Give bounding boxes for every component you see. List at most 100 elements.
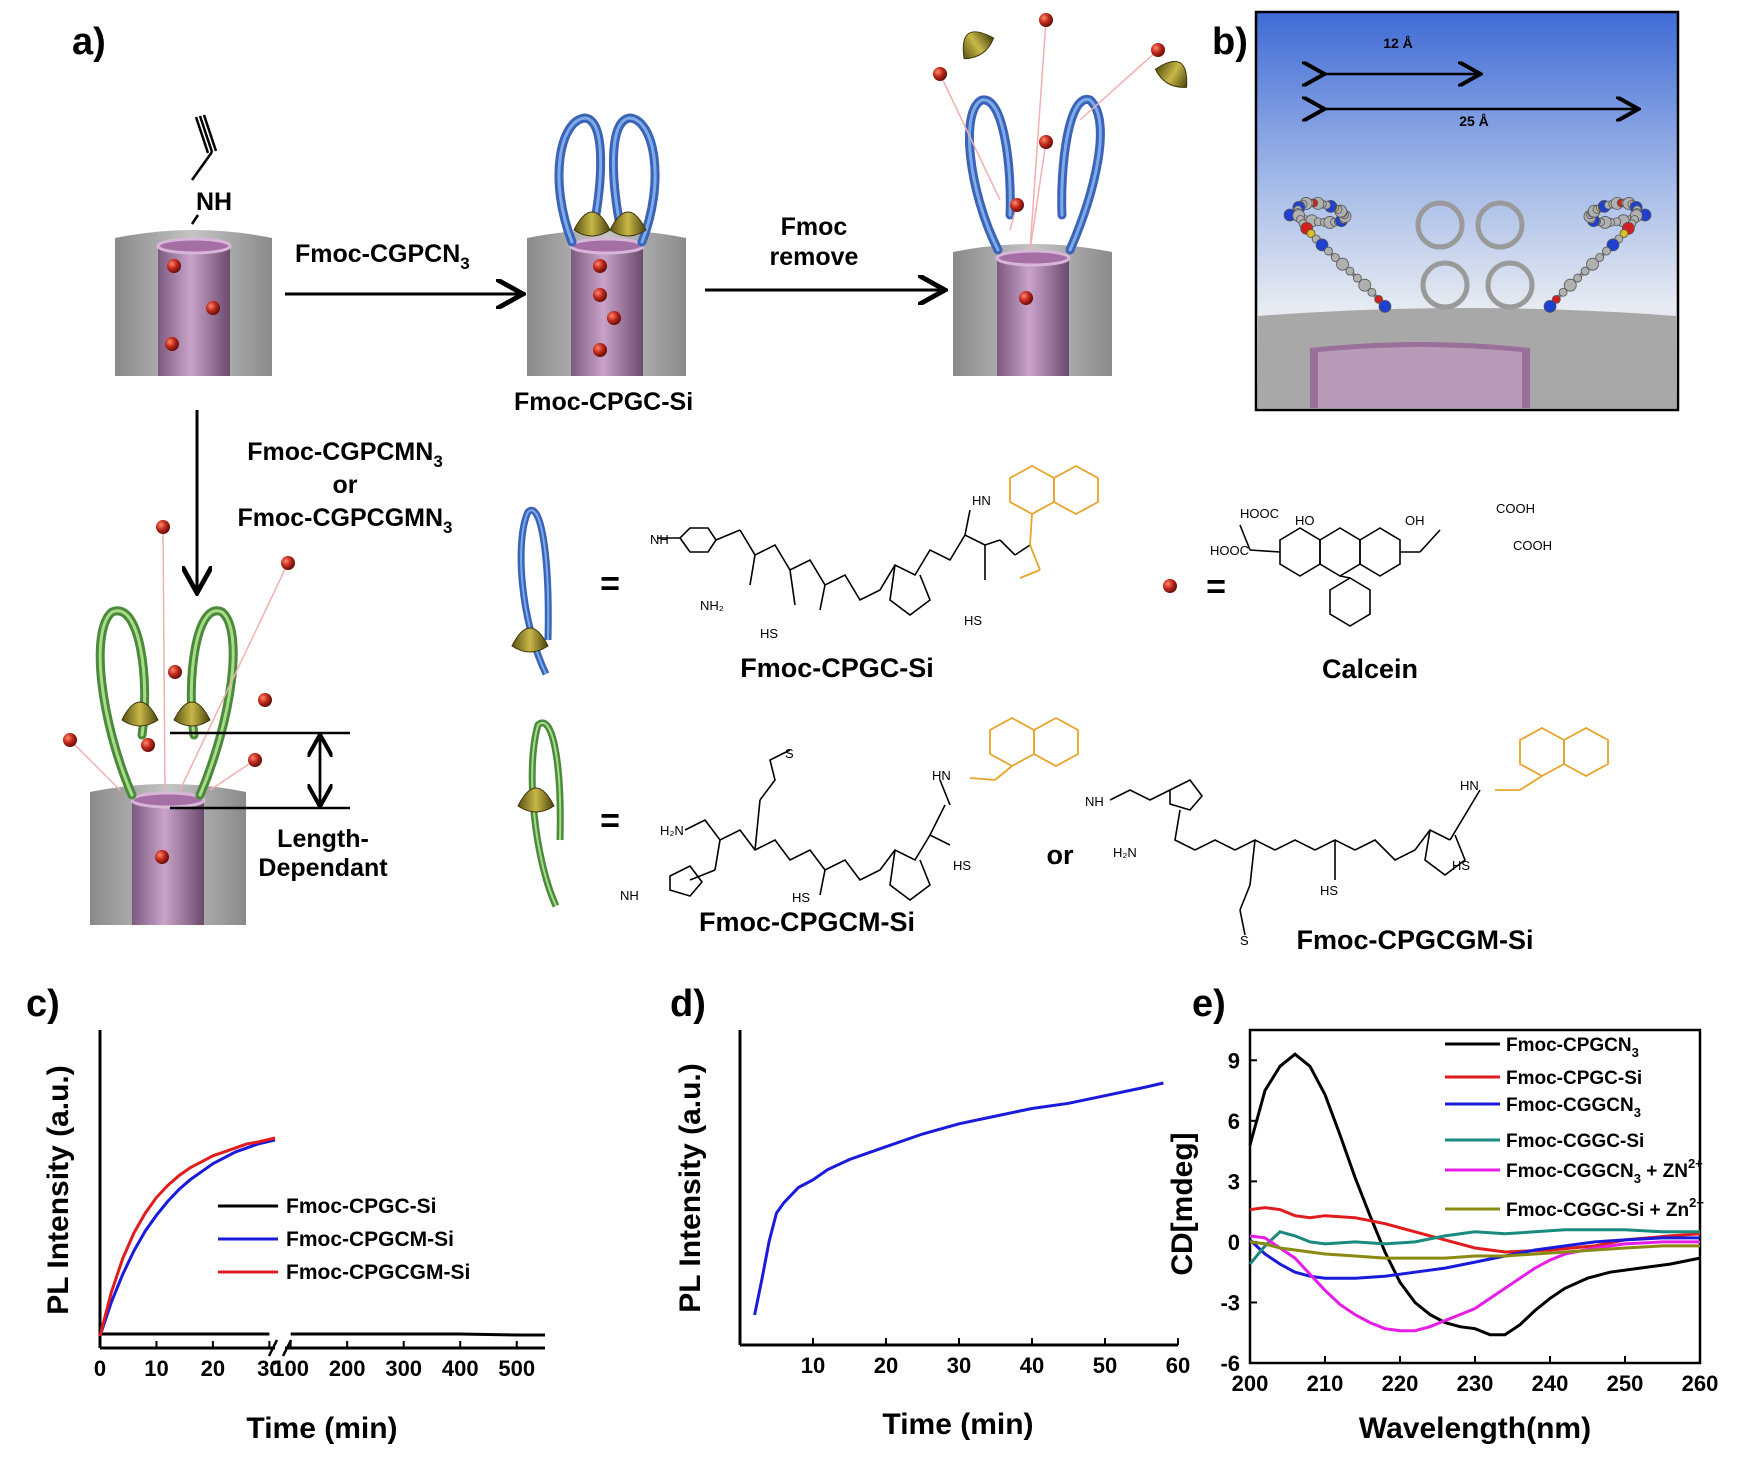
chart-d-series-line [753,1081,1164,1316]
chart-c-xtick-label: 400 [442,1356,479,1381]
chart-c-xtick-label: 20 [201,1356,225,1381]
pore-block-green [63,520,295,925]
panel-label-d: d) [670,983,706,1025]
frag-hs-6: HS [1452,858,1470,873]
down-label-line3: Fmoc-CGPCGMN3 [237,504,452,537]
down-label-line1: Fmoc-CGPCMN3 [247,438,443,471]
frag-s-2: S [1240,933,1249,948]
chart-d-xtick-label: 10 [801,1353,825,1378]
chart-d-xtick-label: 60 [1166,1353,1190,1378]
atom [1374,294,1384,304]
chart-e-ytick-label: -6 [1220,1351,1240,1376]
panel-label-a: a) [72,21,106,63]
panel-label-b: b) [1212,21,1248,63]
calcein-oh: OH [1405,513,1425,528]
propargyl-amine [190,114,218,225]
down-label-or: or [333,471,358,499]
chart-c-legend-label: Fmoc-CPGCM-Si [286,1228,454,1251]
chart-e-series-line [1248,1052,1701,1337]
chart-e-ytick-label: 9 [1228,1048,1240,1073]
fmoc-ring-3 [1485,260,1535,310]
chart-e-series-line [1249,1234,1700,1333]
calcein-cooh-1: COOH [1496,501,1535,516]
chart-e-legend-label: Fmoc-CGGCN3 + ZN2+ [1506,1156,1703,1186]
chart-c-xtick-label: 30 [257,1356,281,1381]
atom [1619,229,1629,238]
calcein-structure [1239,524,1441,627]
chart-e-legend-label: Fmoc-CPGC-Si [1506,1068,1642,1089]
chart-c-xtick-label: 0 [94,1356,106,1381]
fmoc-group-2 [969,716,1079,781]
atom [1336,257,1349,271]
atom [1345,266,1355,276]
frag-hs-5: HS [1320,883,1338,898]
chart-d-xtick-label: 20 [874,1353,898,1378]
atom [1595,253,1605,262]
frag-h2n-2: H₂N [1113,845,1137,860]
chart-e-xtick-label: 200 [1232,1371,1269,1396]
molecular-model-left [1283,196,1535,313]
molecular-model-right [1543,196,1652,313]
step2-label-line2: remove [770,243,859,271]
atom [1378,299,1392,313]
frag-hn-1: HN [972,493,991,508]
frag-hs-4: HS [953,858,971,873]
atom [1580,266,1590,276]
chart-e-legend-label: Fmoc-CGGC-Si + Zn2+ [1506,1195,1704,1221]
chart-e-legend-label: Fmoc-CGGCN3 [1506,1095,1641,1120]
chart-d-xlabel: Time (min) [882,1408,1033,1441]
atom [1306,229,1316,238]
structures-section: = NH NH₂ HS HS HN Fmoc-CPGC-Si [511,464,1609,955]
chart-e-xtick-label: 230 [1457,1371,1494,1396]
chart-e-series-line [1248,1228,1700,1266]
panel-b-model: 12 Å 25 Å [1254,10,1680,412]
length-label-line1: Length- [277,825,369,853]
panel-label-e: e) [1192,983,1226,1025]
frag-h2n-1: H₂N [660,823,684,838]
nh-label: NH [196,188,232,216]
equals-2: = [1206,568,1226,606]
chart-e-xtick-label: 220 [1382,1371,1419,1396]
fmoc-ring-2 [1420,260,1470,310]
chart-e-xtick-label: 240 [1532,1371,1569,1396]
calcein-name: Calcein [1322,654,1418,684]
atom [1563,278,1577,292]
step1-label: Fmoc-CGPCN3 [295,240,470,273]
fmoc-model-center [1415,200,1535,310]
legend-blue-peptide [511,506,552,676]
chart-e-ytick-label: 0 [1228,1230,1240,1255]
atom [1330,253,1340,262]
structure-name-2: Fmoc-CPGCM-Si [699,907,915,937]
frag-nh-2: NH [620,888,639,903]
atom [1352,273,1362,283]
structure-or: or [1047,840,1074,870]
atom [1367,287,1377,297]
panel-label-c: c) [26,983,60,1025]
calcein-hooc-1: HOOC [1240,506,1279,521]
chart-c-xtick-label: 100 [272,1356,309,1381]
structure-fmoc-cpgcgm-si [1109,778,1481,936]
chart-d-xtick-label: 40 [1020,1353,1044,1378]
frag-s-1: S [785,746,794,761]
frag-nh2-1: NH₂ [700,598,724,613]
calcein-hooc-2: HOOC [1210,543,1249,558]
atom [1586,257,1599,271]
atom [1358,278,1372,292]
calcein-ball-icon [1163,579,1177,593]
frag-hs-1: HS [760,626,778,641]
structure-name-3: Fmoc-CPGCGM-Si [1296,925,1533,955]
atom [1573,273,1583,283]
distance-label-12: 12 Å [1383,35,1413,51]
chart-e-ylabel: CD[mdeg] [1166,1132,1199,1275]
chart-e-legend-label: Fmoc-CGGC-Si [1506,1131,1644,1152]
chart-c-xtick-label: 500 [498,1356,535,1381]
equals-1: = [600,565,620,603]
legend-green-peptide [517,719,564,908]
frag-hn-2: HN [932,768,951,783]
fmoc-group-3 [1495,726,1609,791]
equals-3: = [600,802,620,840]
fmoc-ring-0 [1415,200,1465,250]
